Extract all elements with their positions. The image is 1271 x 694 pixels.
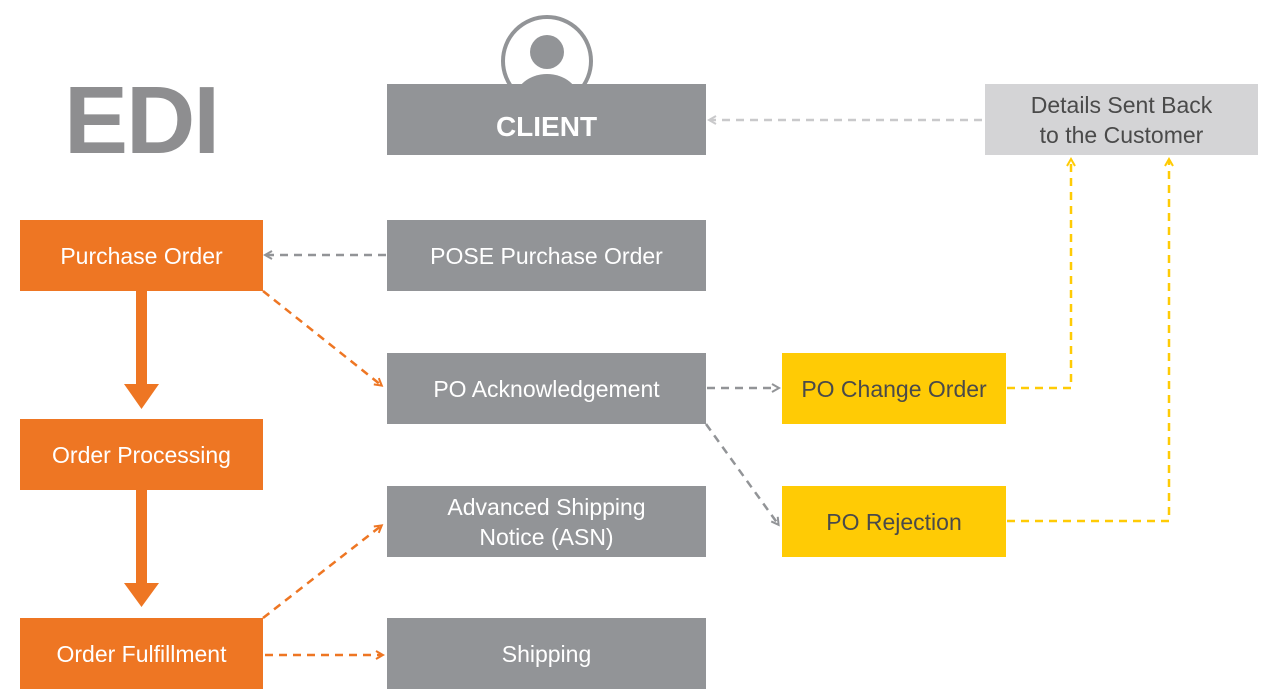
- diagram-title: EDI: [64, 67, 220, 174]
- order-processing-box: Order Processing: [20, 419, 263, 490]
- asn-box: Advanced Shipping Notice (ASN): [387, 486, 706, 557]
- arrow-change-order-to-details: [1007, 160, 1071, 390]
- arrow-fulfillment-to-asn: [262, 526, 381, 619]
- shipping-box: Shipping: [387, 618, 706, 689]
- pose-purchase-order-box: POSE Purchase Order: [387, 220, 706, 291]
- arrow-processing-to-fulfillment: [124, 490, 159, 607]
- po-acknowledgement-box: PO Acknowledgement: [387, 353, 706, 424]
- po-rejection-box: PO Rejection: [782, 486, 1006, 557]
- arrow-po-ack-to-rejection: [704, 423, 778, 524]
- order-fulfillment-box: Order Fulfillment: [20, 618, 263, 689]
- arrow-purchase-order-to-po-ack: [262, 290, 381, 385]
- client-box: CLIENT: [387, 84, 706, 155]
- po-change-order-box: PO Change Order: [782, 353, 1006, 424]
- arrow-rejection-to-details: [1007, 160, 1169, 523]
- details-sent-back-box: Details Sent Back to the Customer: [985, 84, 1258, 155]
- arrow-purchase-to-processing: [124, 291, 159, 409]
- purchase-order-box: Purchase Order: [20, 220, 263, 291]
